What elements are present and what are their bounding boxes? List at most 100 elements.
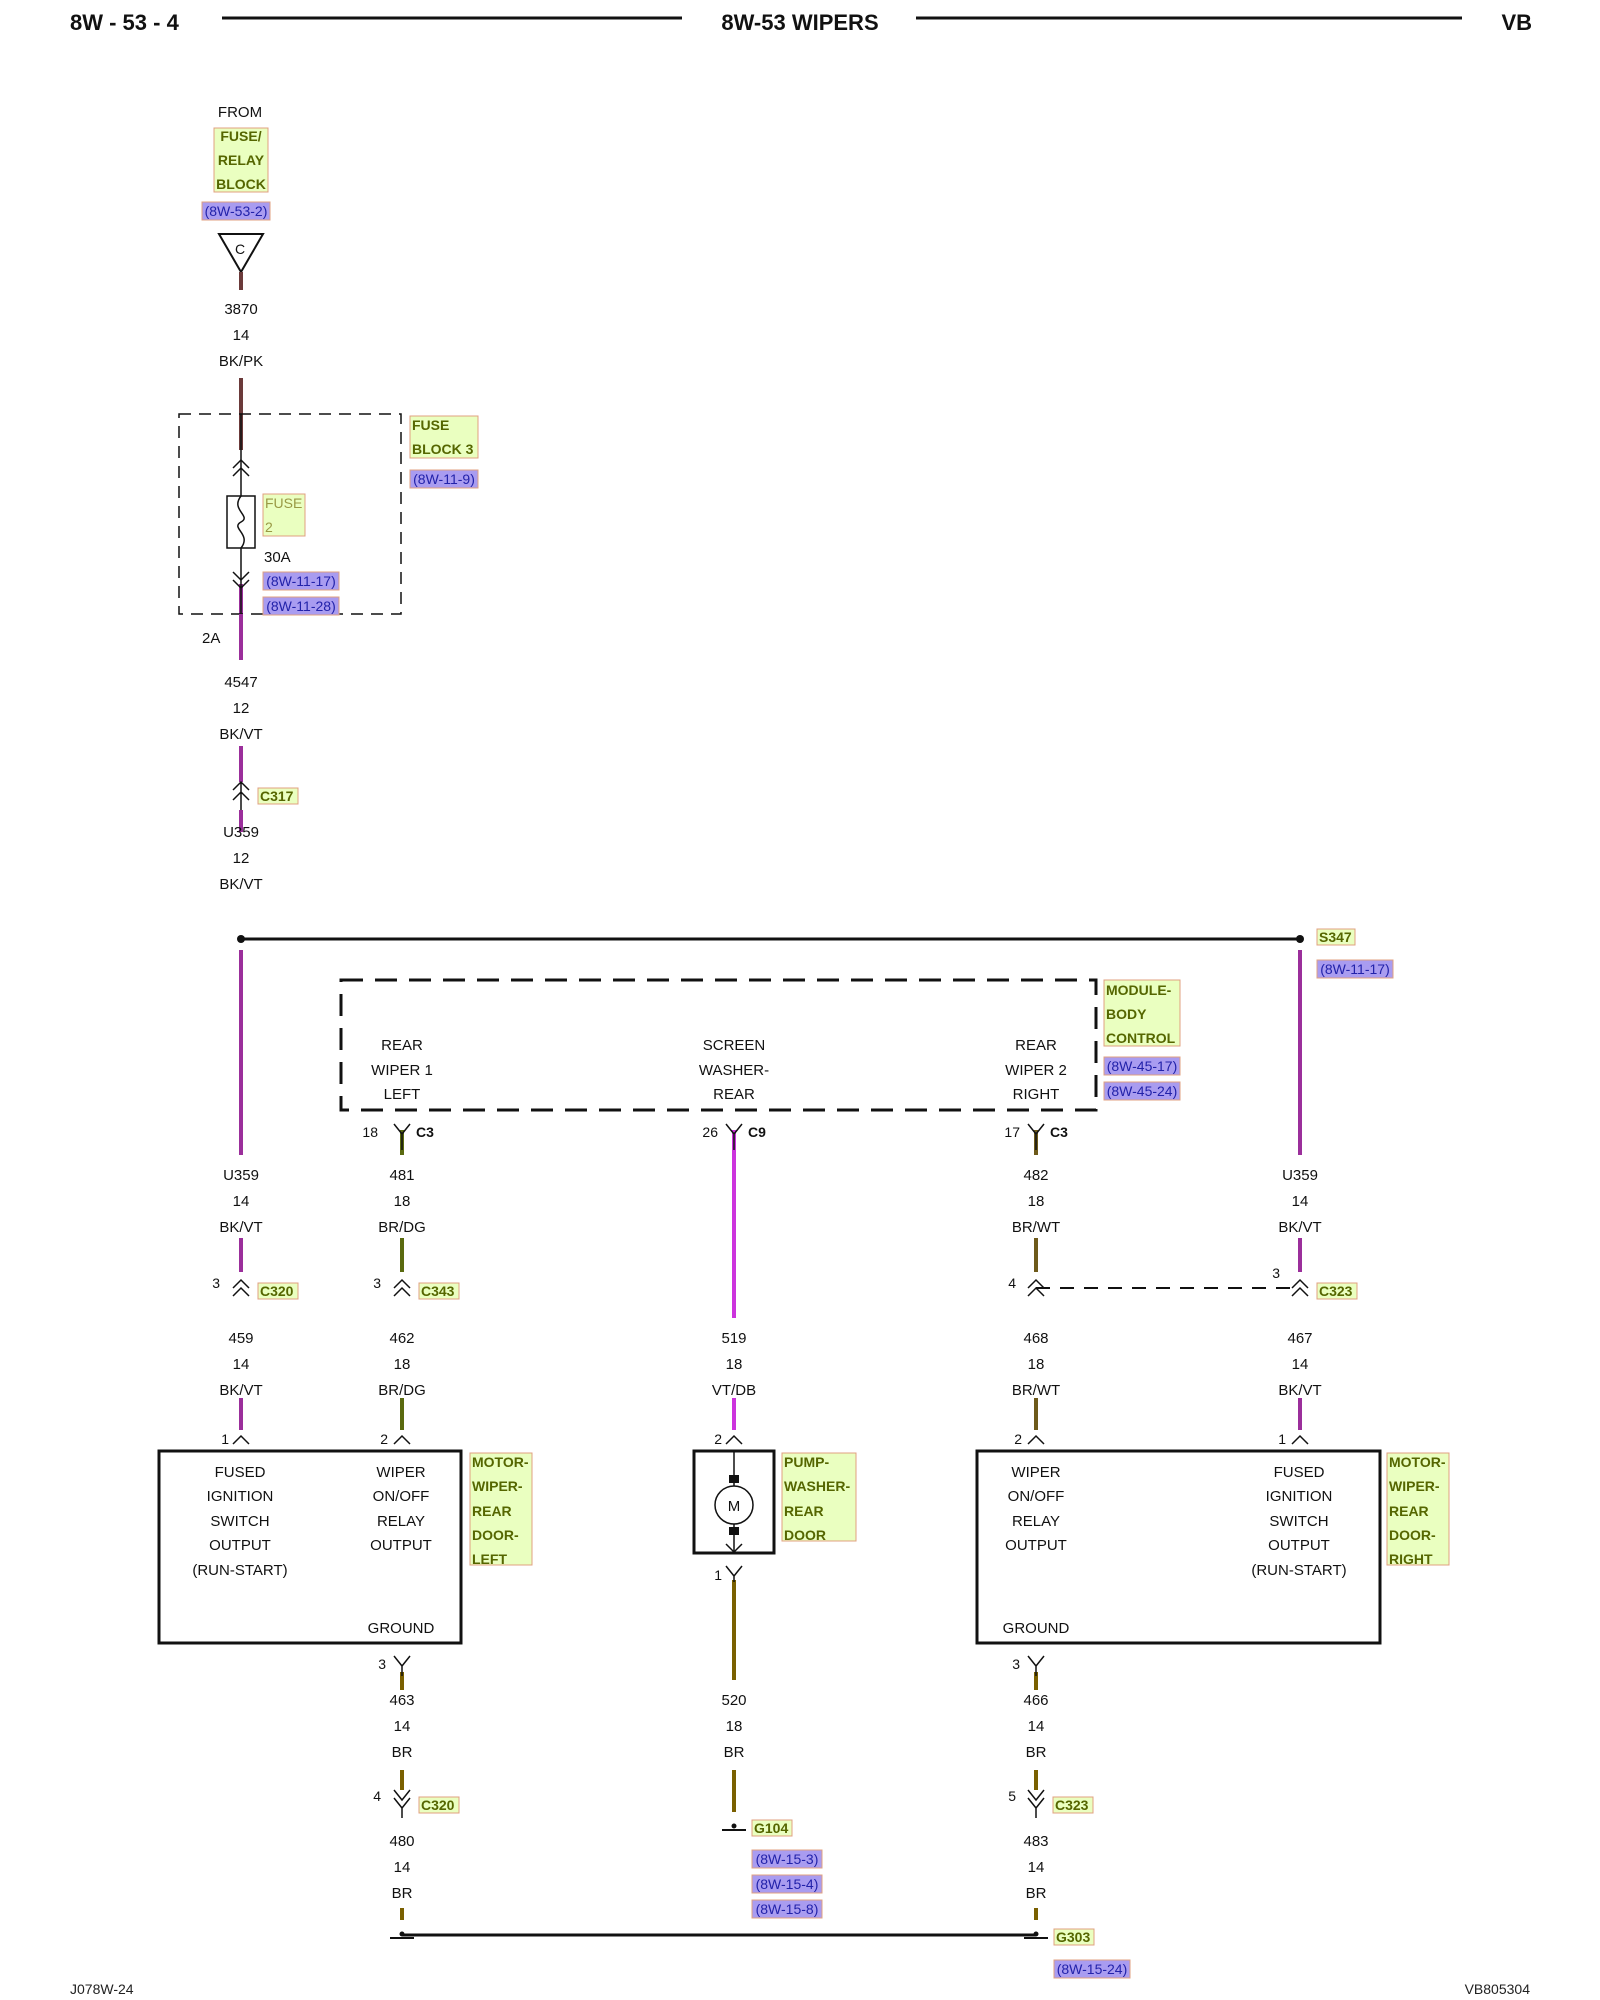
c323-right-label: C323: [1319, 1283, 1353, 1299]
s347-tag: [1316, 928, 1356, 946]
c320-left-tag: [257, 1282, 299, 1300]
pump-name-line-4: DOOR: [784, 1527, 826, 1543]
motor-right-col2-line-1: FUSED: [1274, 1464, 1325, 1481]
motor-left-pin2-terminal: [393, 1434, 411, 1445]
fuse-2-name-line-1: FUSE: [265, 495, 302, 511]
c317-tag: [257, 787, 299, 805]
source-terminal-pin: C: [235, 241, 245, 257]
module-terminal-c9: [725, 1123, 743, 1150]
wire-u359b-gauge: 14: [233, 1193, 250, 1210]
motor-right-col2-line-3: SWITCH: [1269, 1513, 1328, 1530]
g303-label: G303: [1056, 1929, 1090, 1945]
source-ref-tag: [201, 201, 271, 221]
footer-figure-id: VB805304: [1465, 1981, 1531, 1997]
motor-right-name-line-2: WIPER-: [1389, 1478, 1440, 1494]
motor-right-col2-line-4: OUTPUT: [1268, 1537, 1330, 1554]
wire-482-color: BR/WT: [1012, 1219, 1060, 1236]
source-ref: (8W-53-2): [205, 203, 268, 219]
wire-483-circuit: 483: [1023, 1833, 1048, 1850]
source-component-tag: [213, 127, 269, 193]
motor-left-ground-terminal: [393, 1655, 411, 1676]
g104-ref-1: (8W-15-3): [756, 1851, 819, 1867]
splice-right-dot: [1296, 935, 1304, 943]
module-right-line-2: WIPER 2: [1005, 1062, 1067, 1079]
motor-left-col1-line-1: FUSED: [215, 1464, 266, 1481]
motor-right-ground-label: GROUND: [1003, 1620, 1070, 1637]
wire-466-circuit: 466: [1023, 1692, 1048, 1709]
module-left-line-3: LEFT: [384, 1086, 421, 1103]
module-ref-2: (8W-45-24): [1107, 1083, 1178, 1099]
g303-right-dot: [1033, 1931, 1039, 1937]
source-block-line-2: RELAY: [218, 152, 265, 168]
fuse-block-name-line-2: BLOCK 3: [412, 441, 474, 457]
motor-right-name-line-1: MOTOR-: [1389, 1454, 1446, 1470]
wire-459-color: BK/VT: [219, 1382, 262, 1399]
module-ref-tag-2: [1103, 1081, 1181, 1101]
motor-left-col2-line-1: WIPER: [376, 1464, 425, 1481]
wire-462-color: BR/DG: [378, 1382, 426, 1399]
pump-brush-bottom: [729, 1527, 739, 1535]
module-center-line-1: SCREEN: [703, 1037, 766, 1054]
pump-name-line-2: WASHER-: [784, 1478, 850, 1494]
inline-connectors-mid: 3 C320 3 C343 4 3 C323: [212, 1265, 1358, 1300]
fuse-upper-terminal: [232, 458, 250, 477]
g104-ref-tag-3: [751, 1899, 823, 1919]
c323-pin-3: 3: [1272, 1265, 1280, 1281]
wire-480-color: BR: [392, 1885, 413, 1902]
c320-lower-pin: 4: [373, 1788, 381, 1804]
motor-left-col2-line-4: OUTPUT: [370, 1537, 432, 1554]
wire-482-gauge: 18: [1028, 1193, 1045, 1210]
wire-467-circuit: 467: [1287, 1330, 1312, 1347]
wire-u359a-gauge: 12: [233, 850, 250, 867]
fuse-block-3: FUSE BLOCK 3 (8W-11-9) FUSE 2 30A (8W-11…: [178, 413, 479, 660]
motor-left-ground-label: GROUND: [368, 1620, 435, 1637]
motor-left-pin-2: 2: [380, 1431, 388, 1447]
c320-left-symbol: [232, 1278, 250, 1297]
fuse-block-boundary: [178, 413, 402, 615]
g104-tag: [751, 1819, 793, 1837]
c323-lower-tag: [1052, 1796, 1094, 1814]
module-connector-c3-right: C3: [1050, 1124, 1068, 1140]
module-right-line-3: RIGHT: [1013, 1086, 1060, 1103]
pump-pin-1: 1: [714, 1567, 722, 1583]
motor-right-pin-3: 3: [1012, 1656, 1020, 1672]
fuse-cavity-label: 2A: [202, 630, 220, 647]
g104-ref-tag-2: [751, 1874, 823, 1894]
wire-459-circuit: 459: [228, 1330, 253, 1347]
body-control-module: MODULE- BODY CONTROL (8W-45-17) (8W-45-2…: [339, 978, 1181, 1150]
wire-482-circuit: 482: [1023, 1167, 1048, 1184]
motor-left-body: [157, 1449, 463, 1645]
wire-467-gauge: 14: [1292, 1356, 1309, 1373]
source-terminal-triangle: [217, 233, 265, 274]
motor-left-name-line-2: WIPER-: [472, 1478, 523, 1494]
g104-dot: [731, 1823, 737, 1829]
motor-right-col1-line-1: WIPER: [1011, 1464, 1060, 1481]
pump-pin1-terminal: [725, 1565, 743, 1582]
pump-motor-symbol: [714, 1485, 754, 1525]
splice-s347: S347 (8W-11-17): [237, 928, 1394, 979]
c323-lower-pin: 5: [1008, 1788, 1016, 1804]
motor-right-pin-2: 2: [1014, 1431, 1022, 1447]
c320-left-pin: 3: [212, 1275, 220, 1291]
wire-4547-circuit: 4547: [224, 674, 257, 691]
g104-ref-3: (8W-15-8): [756, 1901, 819, 1917]
fuse-2-name-line-2: 2: [265, 519, 273, 535]
g303-left-dot: [399, 1931, 405, 1937]
wire-481-circuit: 481: [389, 1167, 414, 1184]
module-ref-tag-1: [1103, 1056, 1181, 1076]
header-page-number: 8W - 53 - 4: [70, 10, 180, 35]
module-name-tag: [1103, 979, 1181, 1047]
c343-pin: 3: [373, 1275, 381, 1291]
wire-4547-gauge: 12: [233, 700, 250, 717]
page-footer: J078W-24 VB805304: [70, 1981, 1530, 1997]
pump-name-line-1: PUMP-: [784, 1454, 829, 1470]
module-boundary: [339, 978, 1098, 1112]
fuse-block-ref-tag: [409, 469, 479, 489]
fuse-ref-1: (8W-11-17): [266, 573, 336, 589]
wire-3870-circuit: 3870: [224, 301, 257, 318]
motor-wiper-rear-door-left: 1 2 FUSED IGNITION SWITCH OUTPUT (RUN-ST…: [157, 1431, 533, 1676]
fuse-block-name-line-1: FUSE: [412, 417, 449, 433]
module-left-line-2: WIPER 1: [371, 1062, 433, 1079]
fuse-lower-terminal: [232, 571, 250, 590]
inline-connectors-lower: 4 C320 5 C323: [373, 1788, 1094, 1818]
